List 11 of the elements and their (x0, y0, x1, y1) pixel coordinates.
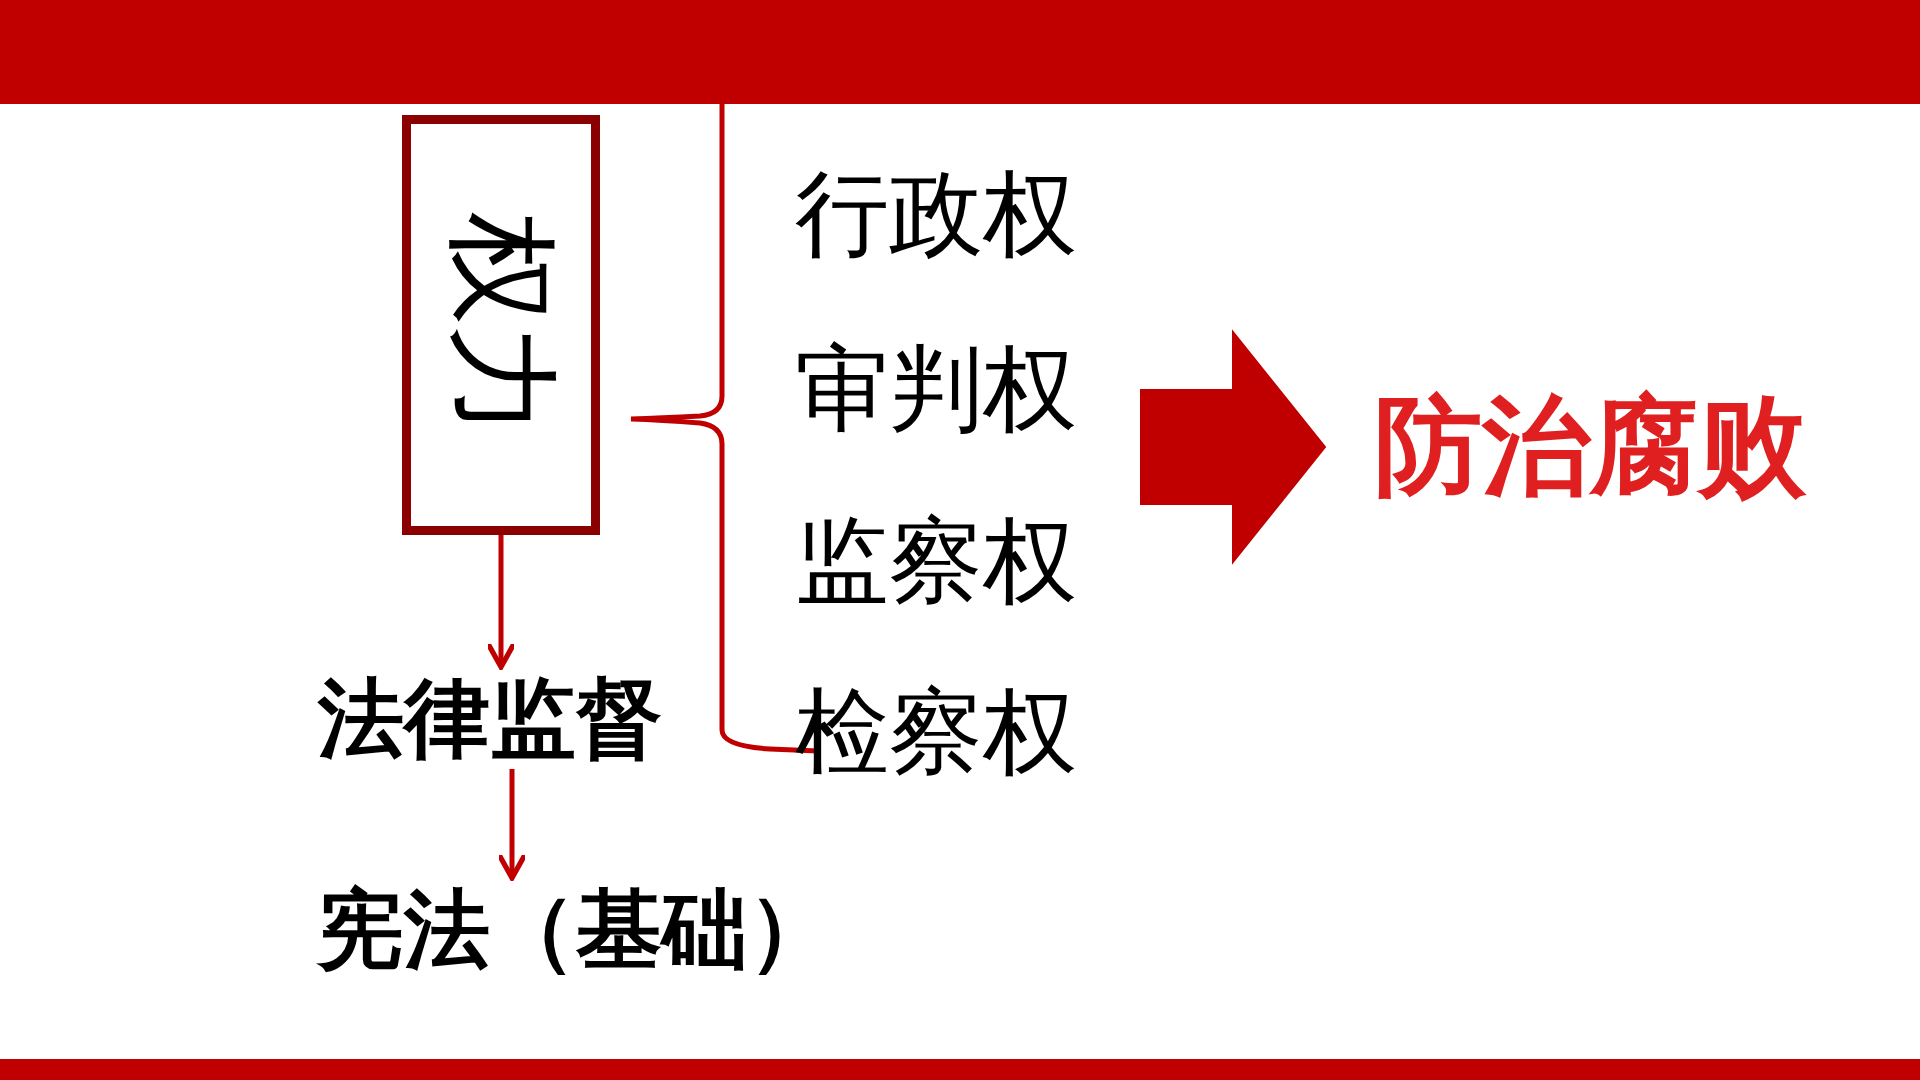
power-text: 监察权 (795, 505, 1095, 617)
arrow (485, 535, 517, 670)
result-text: 防治腐败 (1330, 387, 1820, 507)
arrow (496, 769, 528, 881)
block-arrow (1140, 329, 1327, 565)
stage-text: 法律监督 (318, 667, 678, 771)
power-text: 行政权 (795, 158, 1095, 270)
power-text: 检察权 (795, 676, 1095, 788)
vertical-title-box: 权力 (402, 115, 600, 535)
power-text: 审判权 (795, 333, 1095, 445)
stage-text: 宪法（基础） (318, 878, 858, 982)
